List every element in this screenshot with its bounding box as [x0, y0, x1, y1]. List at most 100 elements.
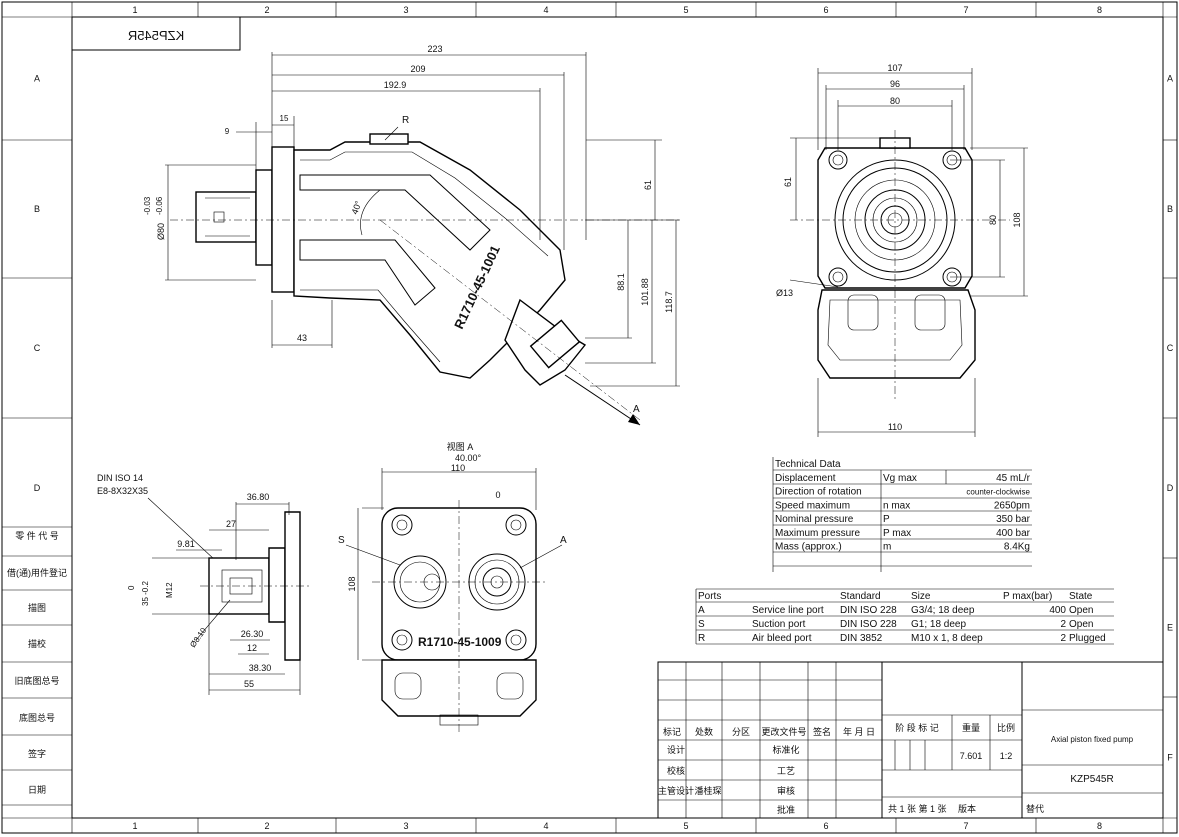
tech-row-value: 400 bar: [996, 528, 1031, 539]
port-desc: Suction port: [752, 619, 806, 630]
tb-header-cell: 年 月 日: [843, 726, 875, 737]
strip-label: 描校: [28, 638, 46, 649]
row-marker: F: [1167, 753, 1173, 763]
ports-header: State: [1069, 591, 1093, 602]
dim-108-front: 108: [1012, 212, 1022, 227]
port-pmax: 2: [1060, 619, 1066, 630]
port-id: S: [698, 619, 705, 630]
port-standard: DIN 3852: [840, 633, 883, 644]
shaft-detail: DIN ISO 14 E8-8X32X35 36.80 27 9.81 0 35…: [97, 473, 310, 695]
title-block: 标记处数分区更改文件号签名年 月 日 设计 校核 主管设计 潘桂琛 标准化 工艺…: [657, 661, 1164, 819]
port-standard: DIN ISO 228: [840, 605, 897, 616]
dim-tol-a: -0.03: [143, 196, 152, 215]
dim-27: 27: [226, 519, 236, 529]
column-marker: 2: [264, 821, 269, 831]
port-A-label: A: [560, 535, 567, 546]
tech-row-symbol: P max: [883, 528, 911, 539]
strip-label: 描图: [28, 602, 46, 613]
column-marker: 6: [823, 5, 828, 15]
tech-row-value: 45 mL/r: [996, 473, 1031, 484]
tb-weight: 重量: [962, 722, 980, 733]
column-marker: 1: [132, 5, 137, 15]
dim-96: 96: [890, 79, 900, 89]
dim-61-front: 61: [783, 177, 793, 187]
tech-row-value: counter-clockwise: [966, 488, 1030, 497]
side-view-dimensions: 223 209 192.9 15 9 43 61 88.1 101.88 118…: [143, 44, 680, 387]
port-state: Plugged: [1069, 633, 1106, 644]
port-pmax: 2: [1060, 633, 1066, 644]
tech-row-name: Nominal pressure: [775, 514, 854, 525]
port-id: R: [698, 633, 705, 644]
dim-192-9: 192.9: [384, 80, 407, 90]
dim-9-81: 9.81: [177, 539, 195, 549]
dim-15: 15: [280, 114, 289, 123]
dim-9: 9: [225, 127, 230, 136]
column-marker: 2: [264, 5, 269, 15]
column-marker: 6: [823, 821, 828, 831]
shaft-tol: 35 -0.2: [141, 581, 150, 606]
port-size: M10 x 1, 8 deep: [911, 633, 983, 644]
tb-check: 校核: [667, 765, 685, 776]
column-marker: 3: [403, 821, 408, 831]
part-number-mirrored: KZP545R: [128, 28, 184, 43]
label-A-arrow: A: [633, 404, 640, 415]
angle-label: 40°: [349, 199, 363, 216]
row-marker: C: [1167, 343, 1174, 353]
tb-scale: 比例: [997, 722, 1015, 733]
tech-row-symbol: P: [883, 514, 890, 525]
ports-header: Size: [911, 591, 931, 602]
tb-scale-val: 1:2: [1000, 751, 1013, 761]
port-desc: Air bleed port: [752, 633, 812, 644]
tb-version: 版本: [958, 803, 976, 814]
view-a-zero: 0: [495, 490, 500, 500]
tb-chief: 主管设计: [658, 785, 694, 796]
dim-209: 209: [410, 64, 425, 74]
strip-label: 签字: [28, 748, 46, 759]
front-view-dimensions: 107 96 80 61 80 108 110: [783, 63, 1028, 437]
dim-tol-b: -0.06: [155, 196, 164, 215]
tb-standard: 标准化: [772, 744, 799, 755]
tech-data-title: Technical Data: [775, 459, 841, 470]
column-marker: 5: [683, 5, 688, 15]
tech-row-symbol: m: [883, 542, 891, 553]
tb-header-cell: 分区: [732, 727, 750, 737]
row-marker: B: [1167, 204, 1173, 214]
strip-label: 借(通)用件登记: [7, 567, 67, 578]
tb-part-name: Axial piston fixed pump: [1051, 735, 1134, 744]
inner-frame: [71, 16, 1164, 819]
row-marker: D: [1167, 483, 1174, 493]
shaft-spec-2: E8-8X32X35: [97, 486, 148, 496]
part-number-box: [71, 16, 241, 51]
tb-sheets: 共 1 张 第 1 张: [888, 803, 947, 814]
tb-header-cell: 更改文件号: [761, 726, 806, 737]
ports-header: Ports: [698, 591, 721, 602]
shaft-zero: 0: [127, 585, 136, 590]
tb-design: 设计: [667, 744, 685, 755]
left-signature-strip: 零 件 代 号 借(通)用件登记 描图 描校 旧底图总号 底图总号 签字 日期: [2, 526, 72, 806]
tb-approve: 批准: [777, 804, 795, 815]
column-marker: 8: [1097, 821, 1102, 831]
column-marker: 4: [543, 5, 548, 15]
tech-row-symbol: n max: [883, 500, 910, 511]
dim-107: 107: [887, 63, 902, 73]
tb-stage: 阶 段 标 记: [895, 722, 939, 733]
tech-row-name: Speed maximum: [775, 500, 850, 511]
tech-row-name: Mass (approx.): [775, 542, 842, 553]
port-size: G1; 18 deep: [911, 619, 966, 630]
shaft-m12: M12: [165, 582, 174, 598]
port-state: Open: [1069, 605, 1093, 616]
tech-row-name: Maximum pressure: [775, 528, 860, 539]
row-marker: B: [34, 204, 40, 214]
side-view: A R1710-45-1001 40° R: [170, 115, 680, 426]
dim-223: 223: [427, 44, 442, 54]
view-a-stamp: R1710-45-1009: [418, 635, 502, 649]
column-marker: 1: [132, 821, 137, 831]
port-desc: Service line port: [752, 605, 824, 616]
tech-row-value: 8.4Kg: [1004, 542, 1030, 553]
dim-38-30: 38.30: [249, 663, 272, 673]
strip-label: 旧底图总号: [14, 675, 59, 686]
